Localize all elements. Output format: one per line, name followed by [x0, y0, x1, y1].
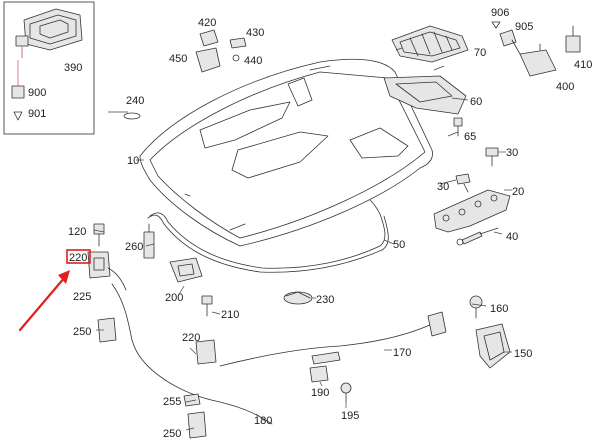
label-450: 450	[169, 53, 187, 65]
label-30-lower: 30	[437, 181, 449, 193]
red-arrow	[18, 270, 70, 332]
label-10: 10	[127, 155, 139, 167]
grommet-240	[123, 112, 141, 120]
label-400: 400	[556, 81, 574, 93]
label-180: 180	[254, 415, 272, 427]
connector-905	[499, 29, 521, 55]
label-40: 40	[506, 231, 518, 243]
grille-70	[391, 25, 469, 63]
label-905: 905	[515, 21, 533, 33]
bolt-440	[232, 54, 240, 62]
leader-lines	[93, 47, 512, 431]
hood-panel-10	[139, 58, 433, 247]
label-120: 120	[68, 226, 86, 238]
inset-box	[3, 1, 95, 135]
cover-450	[195, 47, 221, 73]
label-901: 901	[28, 108, 46, 120]
label-65: 65	[464, 131, 476, 143]
bolt-210	[201, 295, 213, 317]
label-160: 160	[490, 303, 508, 315]
label-250-lower: 250	[163, 428, 181, 440]
label-220-highlighted: 220	[69, 252, 87, 264]
clip-255	[183, 393, 201, 407]
emblem-230	[283, 291, 313, 305]
handle-150	[475, 323, 511, 369]
clip-410	[565, 25, 581, 53]
lever-260	[143, 223, 155, 259]
bolt-30-lower	[455, 173, 471, 193]
label-195: 195	[341, 410, 359, 422]
cap-420	[199, 29, 219, 47]
clip-250-upper	[97, 317, 117, 343]
label-225: 225	[73, 291, 91, 303]
control-unit-390	[15, 8, 83, 59]
label-20: 20	[512, 186, 524, 198]
hinge-assembly-20	[433, 189, 511, 233]
lock-200	[169, 257, 203, 283]
label-170: 170	[393, 347, 411, 359]
part-labels: 390 900 901 420 430 450 440 906 905 70 4…	[28, 7, 592, 440]
label-210: 210	[221, 309, 239, 321]
label-70: 70	[474, 47, 486, 59]
label-60: 60	[470, 96, 482, 108]
label-50: 50	[393, 239, 405, 251]
label-240: 240	[126, 95, 144, 107]
label-30-upper: 30	[506, 147, 518, 159]
connector-900	[11, 60, 25, 99]
label-440: 440	[244, 55, 262, 67]
release-cable-170	[111, 283, 447, 425]
clip-250-lower	[187, 411, 207, 439]
label-255: 255	[163, 396, 181, 408]
clip-430	[229, 37, 247, 49]
gas-strut-40	[456, 227, 499, 246]
bracket-60	[383, 75, 467, 115]
label-260: 260	[125, 241, 143, 253]
label-906: 906	[491, 7, 509, 19]
screw-65	[453, 117, 463, 137]
connector-190	[309, 365, 329, 383]
screw-195	[340, 382, 352, 403]
label-410: 410	[574, 59, 592, 71]
label-900: 900	[28, 87, 46, 99]
label-230: 230	[316, 294, 334, 306]
hood-seal-50	[147, 199, 395, 273]
highlight-box-220	[66, 249, 91, 264]
label-250-upper: 250	[73, 326, 91, 338]
label-150: 150	[514, 348, 532, 360]
bolt-30-upper	[485, 147, 499, 167]
label-200: 200	[165, 292, 183, 304]
label-190: 190	[311, 387, 329, 399]
screw-160	[469, 295, 483, 319]
label-220-lower: 220	[182, 332, 200, 344]
latch-220-left	[87, 251, 127, 291]
label-390: 390	[64, 62, 82, 74]
bolt-120	[93, 223, 105, 247]
switch-400	[519, 43, 557, 77]
label-430: 430	[246, 27, 264, 39]
pin-906	[491, 21, 501, 29]
label-420: 420	[198, 17, 216, 29]
pin-901	[13, 111, 23, 121]
bracket-220-lower	[195, 339, 217, 365]
